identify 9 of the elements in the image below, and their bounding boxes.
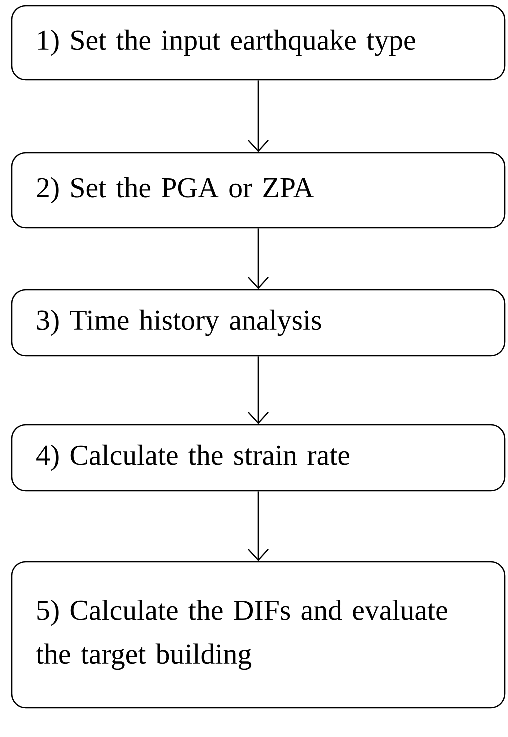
- process-box: 4) Calculate the strain rate: [11, 424, 506, 492]
- process-box: 5) Calculate the DIFs and evaluate the target building: [11, 561, 506, 709]
- process-box: 2) Set the PGA or ZPA: [11, 152, 506, 229]
- arrow: [248, 356, 269, 424]
- arrow: [248, 80, 269, 152]
- arrow: [248, 228, 269, 290]
- process-box: 3) Time history analysis: [11, 289, 506, 357]
- process-box: 1) Set the input earthquake type: [11, 5, 506, 81]
- arrow: [248, 492, 269, 562]
